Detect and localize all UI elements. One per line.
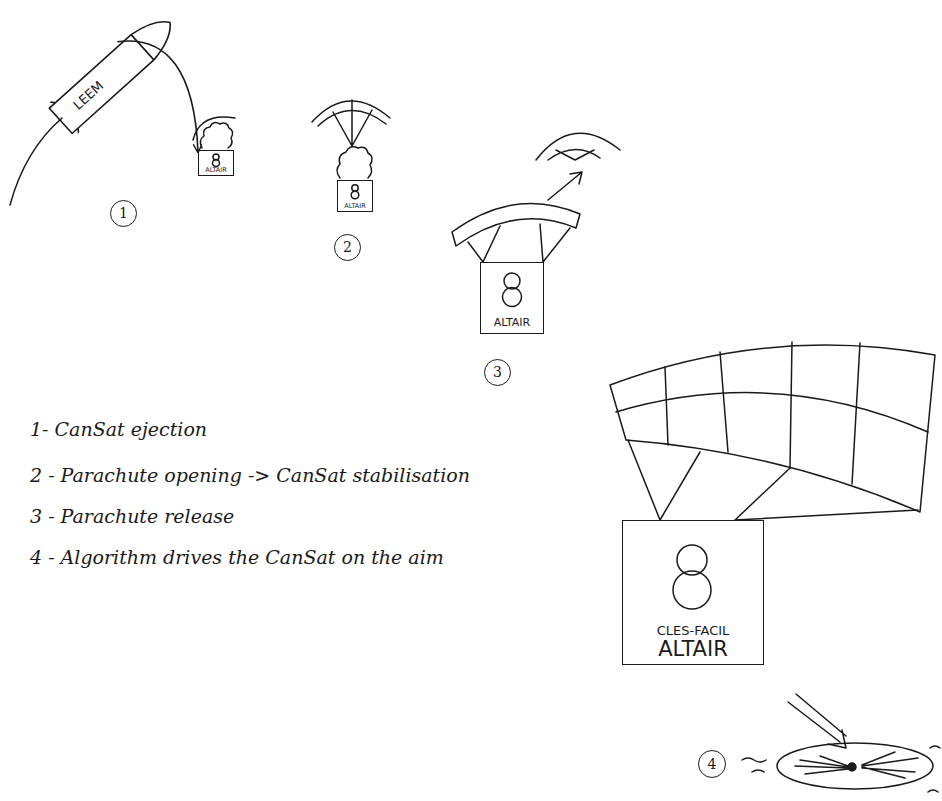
step-note: 2 - Parachute opening -> CanSat stabilis… bbox=[30, 464, 470, 486]
ejection-arrow bbox=[117, 41, 198, 152]
release-arrow bbox=[548, 172, 582, 200]
callout-text: 3 bbox=[493, 365, 502, 380]
callout-number: 2 bbox=[334, 234, 361, 261]
suspension-lines bbox=[333, 100, 372, 146]
logo-mark bbox=[673, 545, 711, 609]
cansat-box: CLES-FACILALTAIR bbox=[622, 520, 764, 665]
suspension-lines bbox=[468, 224, 570, 262]
logo-mark bbox=[213, 154, 220, 167]
rocket-body bbox=[45, 6, 185, 138]
ground-waves bbox=[742, 746, 940, 792]
callout-text: 2 bbox=[343, 240, 352, 255]
cansat-label: ALTAIR bbox=[205, 167, 227, 174]
callout-number: 1 bbox=[110, 200, 137, 227]
released-canopy bbox=[548, 149, 600, 160]
logo-mark bbox=[351, 185, 359, 199]
canopy-seam bbox=[616, 393, 928, 432]
descent-arrow bbox=[788, 694, 846, 748]
step-note: 1- CanSat ejection bbox=[30, 418, 207, 440]
parachute-bundle bbox=[200, 123, 232, 148]
target-hatching bbox=[795, 752, 918, 778]
callout-text: 1 bbox=[119, 206, 128, 221]
cansat-box: ALTAIR bbox=[198, 150, 234, 176]
cansat-label: ALTAIR bbox=[658, 638, 728, 660]
callout-number: 3 bbox=[484, 359, 511, 386]
cansat-box: ALTAIR bbox=[337, 180, 373, 212]
parachute-bundle bbox=[337, 147, 372, 178]
cansat-label: CLES-FACIL bbox=[657, 624, 730, 638]
trajectory-line bbox=[10, 118, 62, 205]
cansat-label: ALTAIR bbox=[494, 317, 530, 329]
rocket: LEEM bbox=[45, 6, 185, 138]
target-center bbox=[848, 763, 856, 771]
step-note: 3 - Parachute release bbox=[30, 505, 234, 527]
cansat-label: ALTAIR bbox=[344, 203, 366, 210]
canopy bbox=[610, 345, 935, 512]
logo-mark bbox=[503, 273, 522, 307]
step-note: 4 - Algorithm drives the CanSat on the a… bbox=[30, 546, 444, 568]
callout-number: 4 bbox=[698, 750, 726, 778]
target-zone bbox=[777, 743, 933, 789]
released-canopy bbox=[536, 133, 620, 160]
cansat-box: ALTAIR bbox=[480, 262, 544, 334]
suspension-lines bbox=[628, 440, 918, 520]
callout-text: 4 bbox=[708, 757, 717, 772]
rocket-outline bbox=[45, 6, 185, 138]
